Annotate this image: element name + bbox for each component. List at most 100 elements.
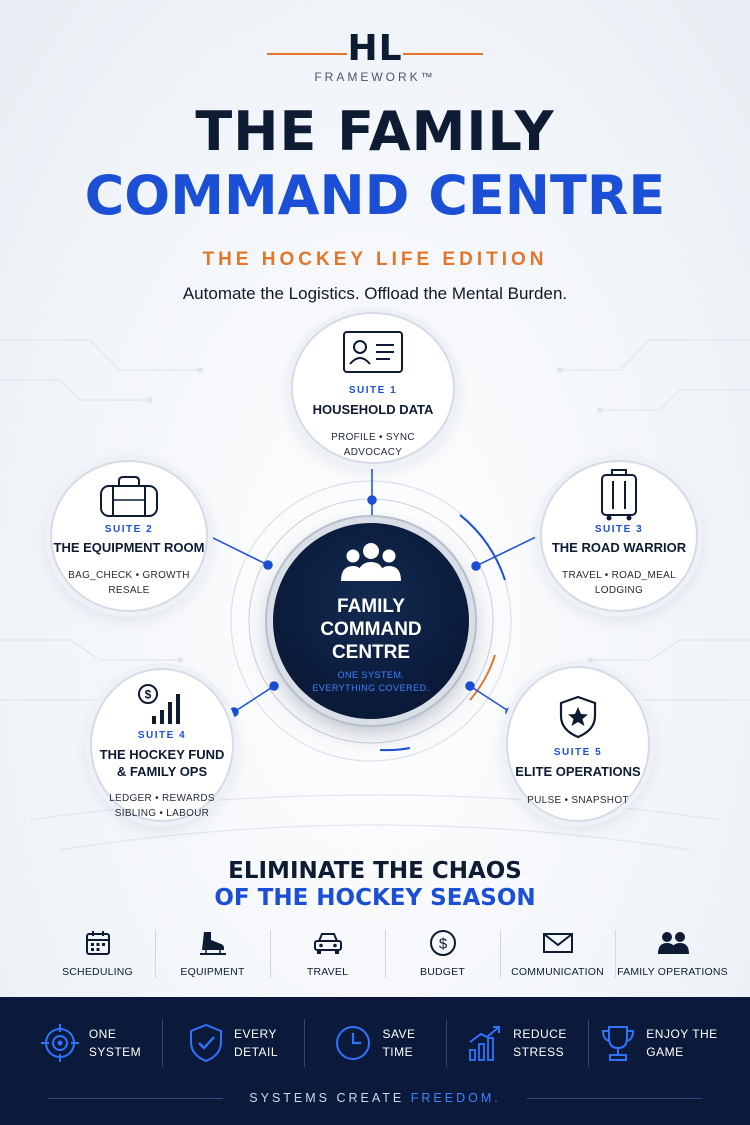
brand-subtitle: FRAMEWORK™ xyxy=(314,70,436,84)
dollar-icon: $ xyxy=(429,930,456,956)
benefit-label: EVERY DETAIL xyxy=(234,1025,278,1061)
category-row: SCHEDULING EQUIPMENT xyxy=(40,928,730,984)
suite-household-data[interactable]: SUITE 1 HOUSEHOLD DATA PROFILE • SYNC AD… xyxy=(291,312,455,464)
brand-rule-left xyxy=(267,53,347,55)
suite-number: SUITE 4 xyxy=(137,730,187,741)
benefit-line: ONE xyxy=(88,1027,117,1041)
hockey-bag-icon xyxy=(100,476,158,517)
tagline: Automate the Logistics. Offload the Ment… xyxy=(182,284,568,303)
benefit-enjoy-the-game: ENJOY THE GAME xyxy=(588,1017,730,1069)
category-scheduling: SCHEDULING xyxy=(40,928,155,984)
eliminate-heading-2: OF THE HOCKEY SEASON xyxy=(214,885,536,911)
benefit-reduce-stress: REDUCE STRESS xyxy=(446,1017,588,1069)
suite-name: HOUSEHOLD DATA xyxy=(312,402,434,417)
benefit-label: REDUCE STRESS xyxy=(513,1025,567,1061)
hub-title-line: FAMILY xyxy=(337,596,405,617)
car-icon xyxy=(313,933,342,954)
skate-icon xyxy=(199,932,226,955)
target-icon xyxy=(40,1024,79,1062)
trophy-icon xyxy=(602,1026,635,1061)
category-label: EQUIPMENT xyxy=(180,966,245,978)
brand-logo: HL xyxy=(347,28,403,69)
suite-tags: TRAVEL • ROAD_MEAL xyxy=(562,570,676,581)
rising-bars-icon xyxy=(469,1026,501,1061)
suite-tags: PROFILE • SYNC xyxy=(331,432,415,443)
hub-title-line: CENTRE xyxy=(331,642,411,663)
suite-name: THE HOCKEY FUND xyxy=(99,747,225,762)
benefit-line: TIME xyxy=(382,1045,414,1059)
suite-number: SUITE 2 xyxy=(104,524,154,535)
suite-road-warrior[interactable]: SUITE 3 THE ROAD WARRIOR TRAVEL • ROAD_M… xyxy=(540,460,698,612)
benefit-every-detail: EVERY DETAIL xyxy=(162,1017,304,1069)
benefit-line: ENJOY THE xyxy=(646,1027,718,1041)
benefit-label: ONE SYSTEM xyxy=(89,1025,141,1061)
fund-chart-icon: $ xyxy=(138,684,180,724)
command-centre-hub[interactable]: FAMILY COMMAND CENTRE ONE SYSTEM. EVERYT… xyxy=(273,523,469,719)
suite-name: & FAMILY OPS xyxy=(116,764,208,779)
suite-tags: RESALE xyxy=(108,585,150,596)
shield-star-icon xyxy=(559,695,597,739)
hub-title-line: COMMAND xyxy=(320,619,422,640)
benefit-label: SAVE TIME xyxy=(382,1025,415,1061)
suite-number: SUITE 1 xyxy=(348,385,398,396)
benefit-line: STRESS xyxy=(513,1045,565,1059)
hub-title: FAMILY COMMAND CENTRE xyxy=(273,595,469,664)
suite-name: ELITE OPERATIONS xyxy=(515,764,641,779)
title-line-2: COMMAND CENTRE xyxy=(84,164,666,227)
title-line-1: THE FAMILY xyxy=(195,100,555,163)
eliminate-heading-1: ELIMINATE THE CHAOS xyxy=(228,858,522,884)
svg-text:$: $ xyxy=(438,936,447,953)
suite-tags: LEDGER • REWARDS xyxy=(109,793,215,804)
footer-slogan-part: SYSTEMS CREATE xyxy=(249,1091,411,1105)
footer-rule-right xyxy=(527,1098,702,1099)
suite-elite-operations[interactable]: SUITE 5 ELITE OPERATIONS PULSE • SNAPSHO… xyxy=(506,666,650,822)
footer-rule-left xyxy=(48,1098,223,1099)
suite-tags: ADVOCACY xyxy=(343,447,403,458)
benefit-line: EVERY xyxy=(233,1027,277,1041)
suite-number: SUITE 5 xyxy=(553,747,603,758)
footer-band: ONE SYSTEM EVERY DETAIL xyxy=(0,997,750,1125)
category-label: TRAVEL xyxy=(306,966,349,978)
edition-subtitle: THE HOCKEY LIFE EDITION xyxy=(202,249,548,270)
hub-subtitle-line: EVERYTHING COVERED. xyxy=(312,683,430,693)
envelope-icon xyxy=(542,933,573,953)
footer-slogan: SYSTEMS CREATE FREEDOM. xyxy=(0,1091,750,1105)
suite-tags: BAG_CHECK • GROWTH xyxy=(68,570,190,581)
suite-tags: LODGING xyxy=(594,585,644,596)
brand-rule-right xyxy=(403,53,483,55)
suitcase-icon xyxy=(601,469,637,521)
category-family-operations: FAMILY OPERATIONS xyxy=(615,928,730,984)
benefits-row: ONE SYSTEM EVERY DETAIL xyxy=(20,1017,730,1069)
footer-slogan-highlight: FREEDOM. xyxy=(410,1091,501,1105)
category-budget: $ BUDGET xyxy=(385,928,500,984)
hub-subtitle-line: ONE SYSTEM. xyxy=(337,670,405,680)
family-group-icon xyxy=(341,543,401,581)
benefit-label: ENJOY THE GAME xyxy=(646,1025,717,1061)
benefit-line: REDUCE xyxy=(513,1027,567,1041)
svg-text:$: $ xyxy=(145,688,152,702)
hub-subtitle: ONE SYSTEM. EVERYTHING COVERED. xyxy=(273,669,469,695)
calendar-icon xyxy=(85,931,110,955)
suite-hockey-fund[interactable]: $ SUITE 4 THE HOCKEY FUND & FAMILY OPS L… xyxy=(90,668,234,822)
benefit-save-time: SAVE TIME xyxy=(304,1017,446,1069)
suite-name: THE EQUIPMENT ROOM xyxy=(53,540,205,555)
benefit-line: DETAIL xyxy=(233,1045,279,1059)
suite-tags: SIBLING • LABOUR xyxy=(114,808,210,819)
suite-number: SUITE 3 xyxy=(594,524,644,535)
id-card-icon xyxy=(343,331,403,373)
suite-name: THE ROAD WARRIOR xyxy=(551,540,687,555)
benefit-line: SAVE xyxy=(382,1027,416,1041)
category-communication: COMMUNICATION xyxy=(500,928,615,984)
benefit-one-system: ONE SYSTEM xyxy=(20,1017,162,1069)
category-label: BUDGET xyxy=(420,966,465,978)
category-label: SCHEDULING xyxy=(62,966,133,978)
category-label: COMMUNICATION xyxy=(511,966,604,978)
category-label: FAMILY OPERATIONS xyxy=(617,966,728,978)
suite-tags: PULSE • SNAPSHOT xyxy=(527,795,629,806)
suite-equipment-room[interactable]: SUITE 2 THE EQUIPMENT ROOM BAG_CHECK • G… xyxy=(50,460,208,612)
shield-check-icon xyxy=(189,1023,222,1063)
family-icon xyxy=(657,932,689,954)
clock-icon xyxy=(336,1026,371,1060)
brand-header: HL FRAMEWORK™ xyxy=(0,26,750,86)
